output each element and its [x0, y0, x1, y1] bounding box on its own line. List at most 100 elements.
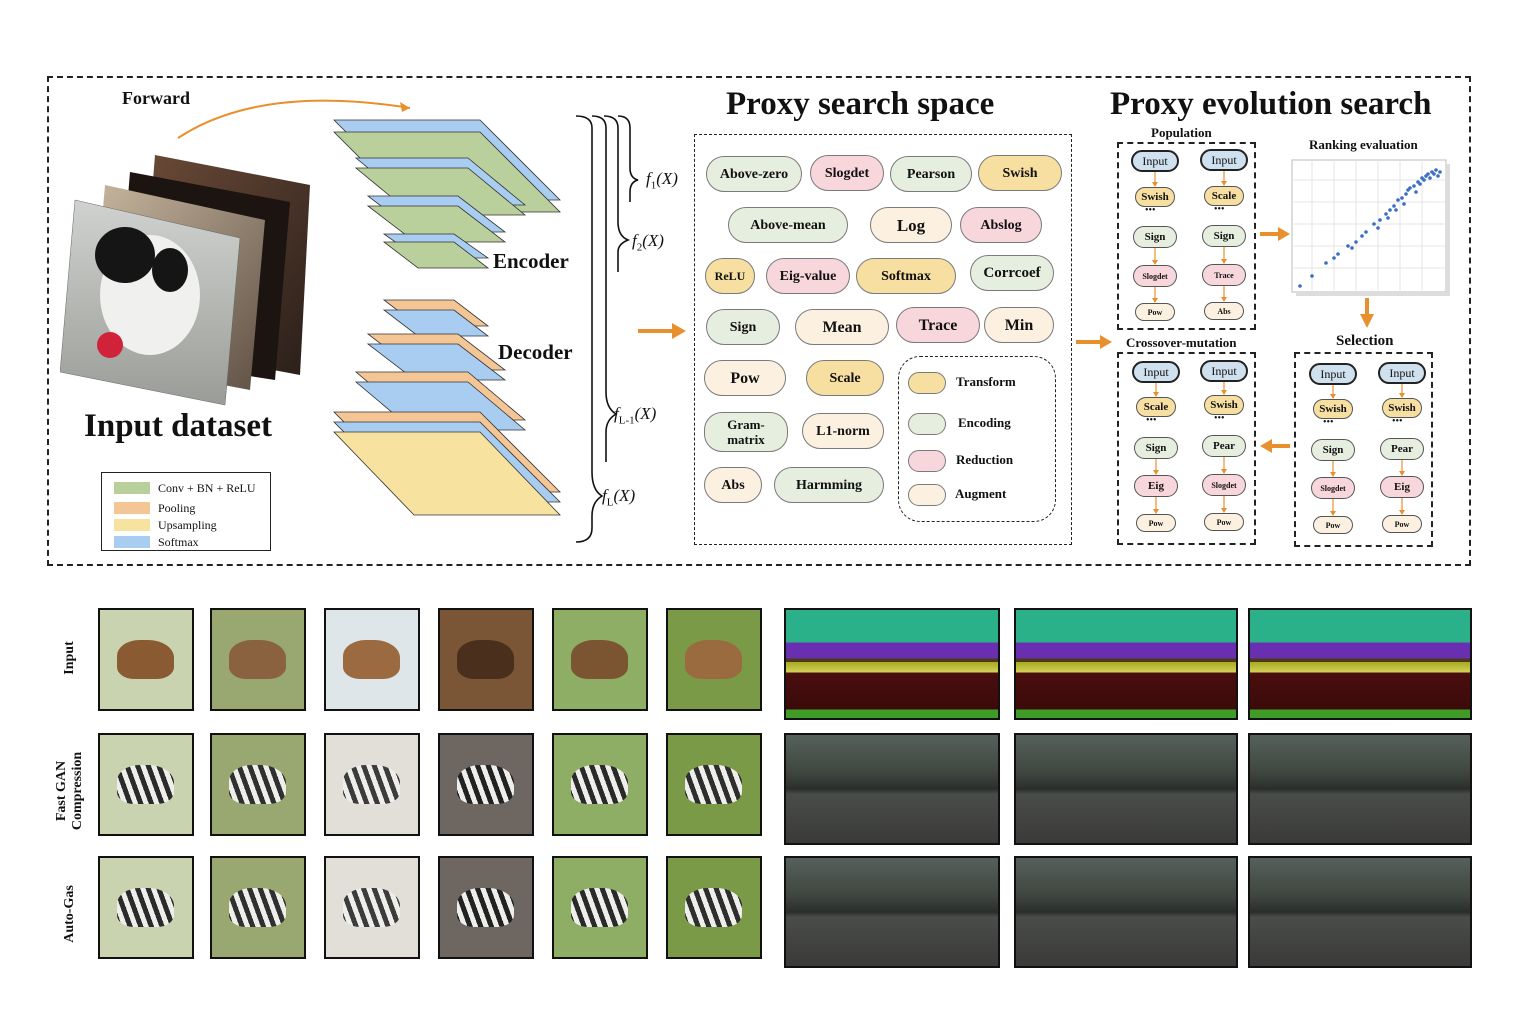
fast-gan-zebra-image	[324, 733, 420, 836]
f1-label: f1(X)	[646, 169, 678, 191]
selection-box	[1294, 352, 1433, 547]
legend-label: Softmax	[158, 534, 199, 549]
scatter-point	[1418, 182, 1422, 186]
input-horse-image	[552, 608, 648, 711]
row-label-input: Input	[62, 641, 77, 675]
op-node-swish: Swish	[1382, 398, 1422, 418]
legend-item: Pooling	[114, 501, 195, 515]
op-slogdet: Slogdet	[810, 155, 884, 191]
scatter-point	[1324, 261, 1328, 265]
scatter-point	[1404, 192, 1408, 196]
op-node-pear: Pear	[1380, 438, 1424, 460]
legend-swatch	[114, 482, 150, 494]
input-node: Input	[1131, 150, 1179, 172]
proxy-evolution-search-title: Proxy evolution search	[1110, 86, 1432, 122]
op-l1-norm: L1-norm	[802, 413, 884, 449]
fast-gan-zebra-image	[666, 733, 762, 836]
f-letter: f	[646, 169, 651, 188]
input-horse-image	[210, 608, 306, 711]
scatter-point	[1394, 208, 1398, 212]
op-abs: Abs	[704, 467, 762, 503]
scatter-point	[1414, 190, 1418, 194]
f2-sub: 2	[636, 241, 643, 254]
op-relu: ReLU	[705, 258, 755, 294]
population-label: Population	[1151, 125, 1212, 140]
scatter-point	[1364, 230, 1368, 234]
node-connectors	[1153, 383, 1159, 514]
scatter-point	[1436, 174, 1440, 178]
scatter-point	[1298, 284, 1302, 288]
auto-gas-zebra-image	[98, 856, 194, 959]
fx-text: (X)	[613, 486, 636, 505]
f2-label: f2(X)	[632, 231, 664, 253]
op-node-pow: Pow	[1313, 516, 1353, 534]
op-softmax: Softmax	[856, 258, 956, 294]
arrow-ranking-to-selection	[1360, 298, 1374, 328]
street-scene-image	[784, 733, 1000, 845]
legend-item: Softmax	[114, 535, 199, 549]
legend-label: Pooling	[158, 500, 196, 515]
op-node-eig: Eig	[1380, 476, 1424, 498]
input-node: Input	[1132, 361, 1180, 383]
op-node-swish: Swish	[1313, 399, 1353, 419]
arrow-to-evolution	[1076, 335, 1112, 349]
scatter-point	[1346, 244, 1350, 248]
op-pearson: Pearson	[890, 156, 972, 192]
fl1-sub: L-1	[618, 414, 635, 427]
arrow-population-to-ranking	[1260, 227, 1290, 241]
auto-gas-zebra-image	[552, 856, 648, 959]
op-abslog: Abslog	[960, 207, 1042, 243]
fl-sub: L	[606, 496, 614, 509]
encoder-decoder-network	[333, 119, 561, 516]
scatter-point	[1384, 212, 1388, 216]
node-connectors	[1221, 382, 1227, 513]
scatter-point	[1400, 196, 1404, 200]
input-node: Input	[1200, 360, 1248, 382]
category-augment: Augment	[955, 486, 1007, 501]
auto-gas-zebra-image	[210, 856, 306, 959]
scatter-point	[1432, 172, 1436, 176]
input-horse-image	[666, 608, 762, 711]
ellipsis: •••	[1214, 204, 1225, 215]
forward-arrow	[177, 99, 411, 139]
input-horse-image	[98, 608, 194, 711]
node-connectors	[1399, 384, 1405, 515]
top-panel-frame	[47, 76, 1471, 566]
fx-text: (X)	[656, 169, 678, 188]
fl-label: fL(X)	[602, 486, 635, 508]
scatter-point	[1426, 172, 1430, 176]
op-node-swish: Swish	[1204, 395, 1244, 415]
op-node-sign: Sign	[1133, 226, 1177, 248]
layer-legend: Conv + BN + ReLU Pooling Upsampling Soft…	[101, 472, 271, 551]
fast-gan-zebra-image	[552, 733, 648, 836]
op-node-pow: Pow	[1135, 303, 1175, 321]
scatter-point	[1402, 202, 1406, 206]
node-connectors	[1221, 171, 1227, 302]
category-swatch-transform	[908, 372, 946, 394]
category-swatch-encoding	[908, 413, 946, 435]
scatter-point	[1310, 274, 1314, 278]
scatter-point	[1360, 234, 1364, 238]
op-node-sign: Sign	[1202, 225, 1246, 247]
population-box	[1117, 142, 1256, 330]
legend-item: Conv + BN + ReLU	[114, 481, 256, 495]
ellipsis: •••	[1146, 415, 1157, 426]
category-reduction: Reduction	[956, 452, 1014, 467]
op-above-zero: Above-zero	[706, 156, 802, 192]
node-connectors	[1330, 385, 1336, 516]
legend-item: Upsampling	[114, 518, 217, 532]
op-trace: Trace	[896, 307, 980, 343]
scatter-point	[1336, 252, 1340, 256]
fx-text: (X)	[642, 231, 664, 250]
op-scale: Scale	[806, 360, 884, 396]
ellipsis: •••	[1323, 417, 1334, 428]
scatter-point	[1388, 208, 1392, 212]
op-node-pear: Pear	[1202, 435, 1246, 457]
crossover-label: Crossover-mutation	[1126, 335, 1237, 350]
ranking-label: Ranking evaluation	[1309, 137, 1418, 152]
category-encoding: Encoding	[958, 415, 1011, 430]
category-legend-box	[898, 356, 1056, 522]
op-pow: Pow	[704, 360, 786, 396]
op-node-pow: Pow	[1136, 514, 1176, 532]
